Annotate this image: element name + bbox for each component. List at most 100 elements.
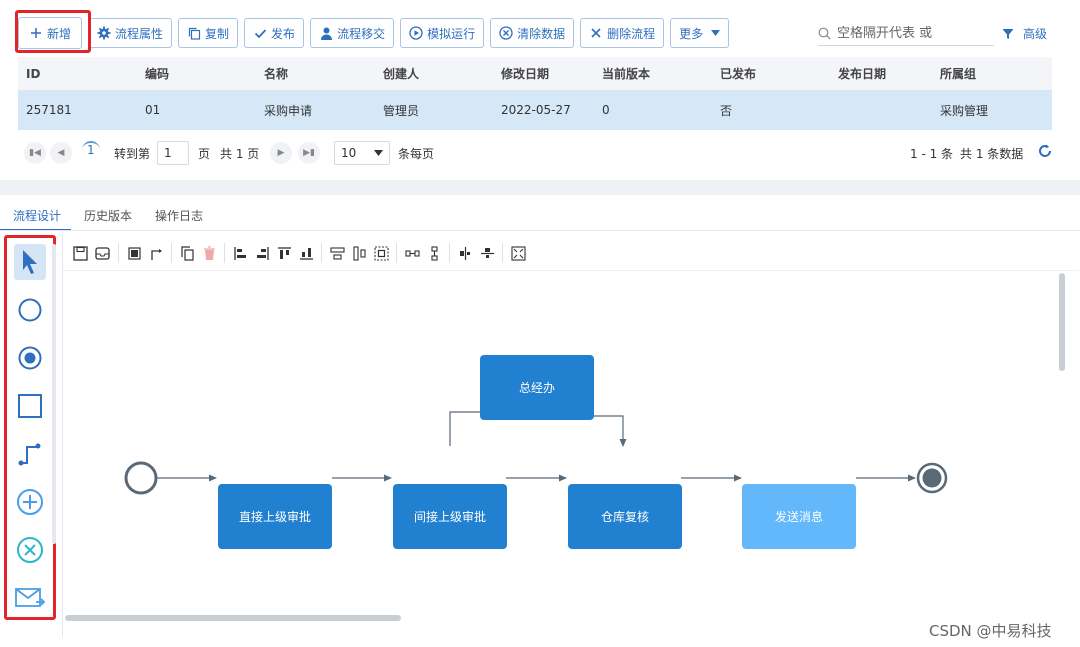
toolbar-separator (224, 243, 225, 263)
last-page-icon[interactable]: ▶▮ (298, 142, 320, 164)
more-label: 更多 (679, 26, 704, 41)
distribute-vertical-icon[interactable] (352, 246, 367, 261)
space-horizontal-icon[interactable] (405, 246, 420, 261)
column-header[interactable]: 创建人 (383, 67, 420, 81)
canvas-horizontal-scrollbar[interactable] (65, 615, 401, 621)
save-icon[interactable] (73, 246, 88, 261)
toolbar-separator (118, 243, 119, 263)
publish-button[interactable]: 发布 (244, 18, 305, 48)
search-icon (818, 27, 831, 40)
exclusive-gateway-tool[interactable] (14, 532, 46, 568)
table-cell: 否 (720, 103, 733, 118)
table-cell: 采购申请 (264, 103, 313, 118)
process-properties-button[interactable]: 流程属性 (88, 18, 173, 48)
refresh-icon[interactable] (1037, 143, 1053, 159)
align-bottom-icon[interactable] (299, 246, 314, 261)
align-left-icon[interactable] (233, 246, 248, 261)
first-page-icon[interactable]: ▮◀ (24, 142, 46, 164)
table-cell: 管理员 (383, 103, 420, 118)
circle-icon (18, 298, 42, 322)
align-top-icon[interactable] (277, 246, 292, 261)
fullscreen-icon[interactable] (511, 246, 526, 261)
pointer-tool[interactable] (14, 244, 46, 280)
start-event[interactable] (124, 461, 158, 495)
center-horizontal-icon[interactable] (458, 246, 473, 261)
column-header[interactable]: 所属组 (940, 67, 977, 81)
simulate-run-button[interactable]: 模拟运行 (400, 18, 485, 48)
delete-process-button[interactable]: 删除流程 (580, 18, 665, 48)
column-header[interactable]: ID (26, 66, 41, 81)
tab-history-versions[interactable]: 历史版本 (84, 209, 133, 223)
tab-process-design[interactable]: 流程设计 (0, 205, 72, 231)
table-cell: 01 (145, 103, 161, 117)
task-general-office[interactable]: 总经办 (480, 355, 594, 420)
task-indirect-approval[interactable]: 间接上级审批 (393, 484, 507, 549)
end-event-tool[interactable] (14, 340, 46, 376)
editor-toolbar (63, 235, 1079, 271)
new-button-label: 新增 (47, 26, 72, 41)
align-right-icon[interactable] (255, 246, 270, 261)
table-header-row: ID 编码 名称 创建人 修改日期 当前版本 已发布 发布日期 所属组 (18, 57, 1052, 90)
filter-icon (1002, 28, 1014, 40)
column-header[interactable]: 已发布 (720, 67, 757, 81)
close-icon (589, 26, 603, 40)
tab-operation-log[interactable]: 操作日志 (155, 209, 204, 223)
advanced-filter-label: 高级 (1023, 27, 1048, 41)
copy-button[interactable]: 复制 (178, 18, 239, 48)
toolbar-separator (321, 243, 322, 263)
goto-page-input[interactable]: 1 (157, 141, 189, 165)
select-box-icon[interactable] (127, 246, 142, 261)
current-page-number[interactable]: 1 (82, 141, 100, 157)
page-label: 页 (198, 147, 211, 161)
goto-label: 转到第 (114, 147, 151, 161)
canvas-vertical-scrollbar[interactable] (1059, 273, 1065, 371)
copy-icon[interactable] (180, 246, 195, 261)
space-vertical-icon[interactable] (427, 246, 442, 261)
process-list-panel: 新增 流程属性 复制 发布 流程移交 (0, 0, 1080, 180)
more-button[interactable]: 更多 (670, 18, 730, 48)
column-header[interactable]: 当前版本 (602, 67, 651, 81)
task-send-message[interactable]: 发送消息 (742, 484, 856, 549)
clear-data-button[interactable]: 清除数据 (490, 18, 575, 48)
message-event-tool[interactable] (14, 580, 46, 616)
watermark: CSDN @中易科技 (929, 622, 1052, 640)
column-header[interactable]: 发布日期 (838, 67, 887, 81)
fit-selection-icon[interactable] (374, 246, 389, 261)
palette-scrollbar[interactable] (52, 244, 56, 544)
sequence-flow-tool[interactable] (14, 436, 46, 472)
column-header[interactable]: 名称 (264, 67, 289, 81)
next-page-icon[interactable]: ▶ (270, 142, 292, 164)
task-direct-approval[interactable]: 直接上级审批 (218, 484, 332, 549)
parallel-gateway-tool[interactable] (14, 484, 46, 520)
transfer-process-button[interactable]: 流程移交 (310, 18, 395, 48)
distribute-horizontal-icon[interactable] (330, 246, 345, 261)
process-properties-label: 流程属性 (115, 26, 164, 41)
page-size-value: 10 (341, 146, 357, 160)
connect-line-icon[interactable] (149, 246, 164, 261)
search-input[interactable] (837, 26, 987, 41)
table-row[interactable]: 257181 01 采购申请 管理员 2022-05-27 0 否 采购管理 (18, 90, 1052, 130)
page-size-select[interactable]: 10 (334, 141, 390, 165)
task-tool[interactable] (14, 388, 46, 424)
column-header[interactable]: 编码 (145, 67, 170, 81)
advanced-filter-button[interactable]: 高级 (1002, 25, 1047, 42)
design-canvas[interactable]: 直接上级审批 间接上级审批 总经办 仓库复核 发送消息 (62, 235, 1079, 637)
save-as-icon[interactable] (95, 246, 110, 261)
prev-page-icon[interactable]: ◀ (50, 142, 72, 164)
delete-process-label: 删除流程 (607, 26, 656, 41)
connector-icon (18, 443, 41, 466)
publish-label: 发布 (271, 26, 296, 41)
record-total: 共 1 条数据 (960, 147, 1024, 161)
center-vertical-icon[interactable] (480, 246, 495, 261)
delete-icon[interactable] (202, 246, 217, 261)
toolbar-separator (502, 243, 503, 263)
column-header[interactable]: 修改日期 (501, 67, 550, 81)
start-event-tool[interactable] (14, 292, 46, 328)
task-warehouse-review[interactable]: 仓库复核 (568, 484, 682, 549)
table-cell: 257181 (26, 103, 72, 117)
toolbar-separator (171, 243, 172, 263)
new-button[interactable]: 新增 (18, 17, 83, 49)
copy-icon (187, 26, 201, 40)
user-icon (319, 26, 333, 40)
process-designer-panel: 流程设计 历史版本 操作日志 (0, 195, 1080, 647)
